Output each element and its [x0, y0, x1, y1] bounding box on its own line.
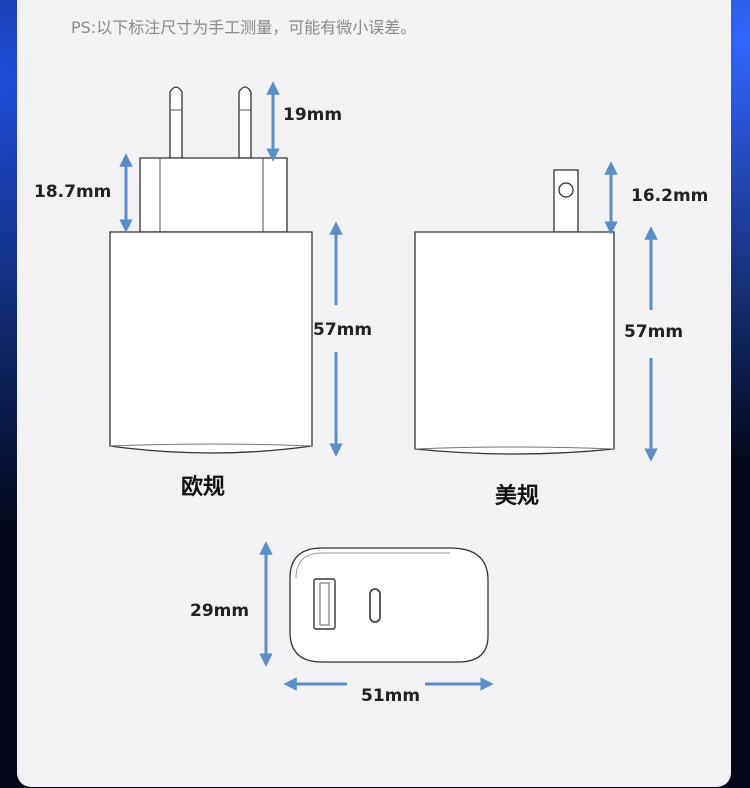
us-charger — [414, 169, 615, 455]
us-body — [414, 231, 615, 455]
front-height-label: 29mm — [190, 601, 250, 621]
eu-base-height-label: 18.7mm — [34, 182, 112, 202]
usb-c-port — [369, 588, 381, 623]
us-caption: 美规 — [495, 484, 540, 509]
front-view — [289, 547, 489, 663]
eu-caption: 欧规 — [181, 475, 226, 500]
eu-body-height-label: 57mm — [313, 320, 373, 340]
eu-body — [109, 231, 313, 454]
eu-plug-base — [139, 157, 288, 233]
eu-pin-length-label: 19mm — [283, 105, 343, 125]
eu-pin-right — [238, 86, 252, 159]
eu-charger — [109, 86, 313, 454]
us-pin — [553, 169, 579, 233]
eu-pin-left — [169, 86, 183, 159]
us-pin-length-label: 16.2mm — [631, 186, 709, 206]
measurement-note: PS:以下标注尺寸为手工测量，可能有微小误差。 — [71, 18, 417, 37]
us-body-height-label: 57mm — [624, 322, 684, 342]
front-width-label: 51mm — [361, 686, 421, 706]
